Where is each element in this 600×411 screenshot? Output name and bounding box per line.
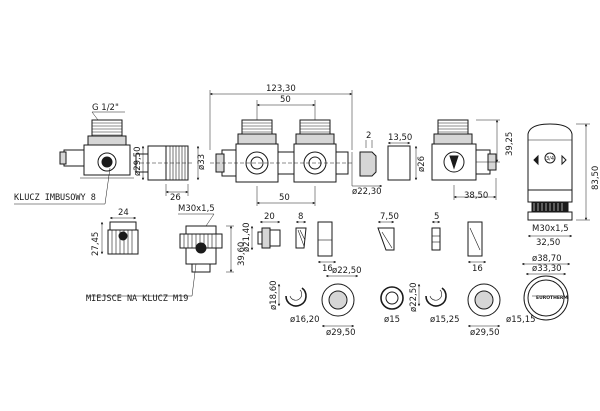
dim-d15-25: ø15,25 — [430, 315, 460, 325]
dim-d29-50-b: ø29,50 — [470, 328, 500, 338]
dim-d26-mid: ø26 — [417, 156, 427, 172]
valve-cylinder-side-view — [134, 145, 194, 181]
dim-39-60: 39,60 — [237, 242, 247, 266]
washer-a — [380, 286, 404, 310]
thermostat-top-view — [523, 275, 569, 321]
dim-d22-50-a: ø22,50 — [332, 266, 362, 276]
thermostatic-head — [527, 123, 573, 221]
dim-d33: ø33 — [197, 154, 207, 170]
dim-d18-60: ø18,60 — [269, 280, 279, 310]
seal-ring-d — [431, 227, 441, 251]
dim-8: 8 — [298, 212, 303, 222]
dim-d29-50-a: ø29,50 — [326, 328, 356, 338]
dim-16-a: 16 — [322, 264, 333, 274]
seal-ring-e — [467, 221, 483, 257]
dim-d22-50-b: ø22,50 — [409, 282, 419, 312]
hex-key-label: KLUCZ IMBUSOWY 8 — [14, 193, 96, 203]
dim-26-left: 26 — [170, 193, 181, 203]
dim-d33-30: ø33,30 — [532, 264, 562, 274]
wrench-place-label: MIEJSCE NA KLUCZ M19 — [86, 294, 188, 304]
c-clip-b — [425, 287, 447, 307]
nut-disk-a — [321, 283, 355, 317]
dim-38-50: 38,50 — [464, 191, 488, 201]
dim-50-top: 50 — [280, 95, 291, 105]
dim-50-bottom: 50 — [279, 193, 290, 203]
dim-d38-70: ø38,70 — [532, 254, 562, 264]
dim-83-50: 83,50 — [591, 166, 600, 190]
knob-center-mark: 3/4 — [546, 156, 554, 162]
nut-disk-b — [467, 283, 501, 317]
knob-indicator-icon — [544, 152, 556, 164]
dim-13-50: 13,50 — [388, 133, 412, 143]
thread-label: G 1/2" — [92, 103, 119, 113]
dim-d16-20: ø16,20 — [290, 315, 320, 325]
ring-and-nut-side — [359, 145, 411, 181]
dim-5: 5 — [434, 212, 439, 222]
valve-insert — [179, 225, 223, 273]
seal-ring-a — [295, 227, 307, 249]
seal-ring-b — [317, 221, 333, 257]
dim-d29-50-left: ø29,50 — [133, 146, 143, 176]
small-cylinder — [257, 227, 281, 249]
dim-24: 24 — [118, 208, 129, 218]
brand-logo: EUROTHERM — [536, 295, 568, 301]
dim-d15-15: ø15,15 — [506, 315, 536, 325]
dim-27-45: 27,45 — [91, 232, 101, 256]
seal-ring-c — [377, 227, 395, 251]
dim-d15: ø15 — [384, 315, 400, 325]
dim-d22-30: ø22,30 — [352, 187, 382, 197]
angle-valve-right-view — [431, 119, 497, 181]
arrow-right-icon — [561, 154, 567, 166]
dim-16-b: 16 — [472, 264, 483, 274]
hex-fitting — [107, 221, 139, 255]
dim-32-50: 32,50 — [536, 238, 560, 248]
m30-right-label: M30x1,5 — [532, 224, 569, 234]
dim-123-30: 123,30 — [266, 84, 296, 94]
dim-2: 2 — [366, 131, 371, 141]
m30-upper-label: M30x1,5 — [178, 204, 215, 214]
c-clip-a — [285, 287, 307, 307]
arrow-left-icon — [533, 154, 539, 166]
dim-20: 20 — [264, 212, 275, 222]
twin-valve-block — [210, 119, 352, 183]
angle-valve-front-view — [59, 111, 134, 179]
dim-7-50: 7,50 — [380, 212, 399, 222]
dim-d21-40: ø21,40 — [242, 222, 252, 252]
dim-39-25: 39,25 — [505, 132, 515, 156]
